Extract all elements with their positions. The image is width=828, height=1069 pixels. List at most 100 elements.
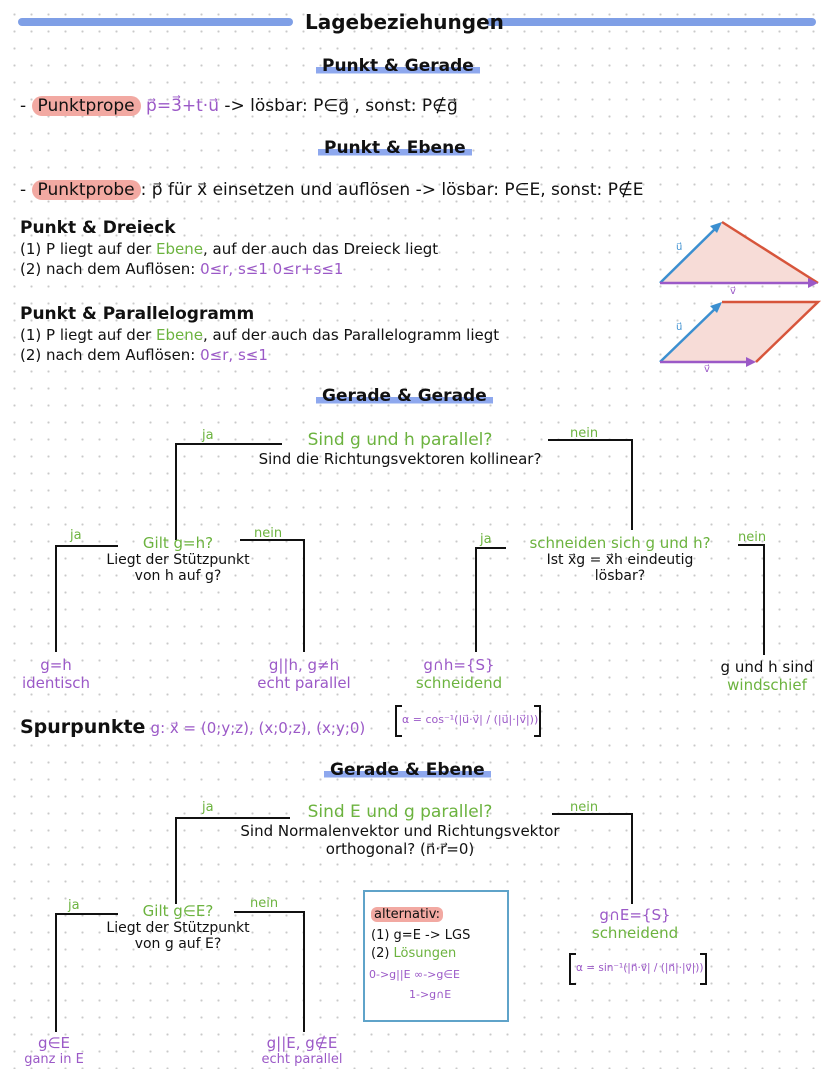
gg-angle-formula: α = cos⁻¹(|u⃗·v⃗| / (|u⃗|·|v⃗|)) bbox=[402, 713, 539, 726]
dreieck-ebene-word: Ebene bbox=[156, 240, 203, 258]
gg-ja-left: ja bbox=[70, 528, 82, 543]
gg-nein-left: nein bbox=[254, 526, 283, 541]
gg-r4-b: windschief bbox=[727, 676, 807, 694]
triangle-u-label: u⃗ bbox=[676, 242, 683, 253]
gg-right-question: schneiden sich g und h? Ist x⃗g = x⃗h ei… bbox=[500, 534, 740, 584]
parallelogramm-line2-b: 0≤r, s≤1 bbox=[200, 346, 268, 364]
gg-formula-bracket-left bbox=[395, 705, 402, 737]
punkt-ebene-dash: - bbox=[20, 180, 32, 200]
alt-loesungen: Lösungen bbox=[393, 946, 457, 961]
gg-right-sub2: lösbar? bbox=[594, 568, 646, 584]
parallelogram-u-label: u⃗ bbox=[676, 322, 683, 333]
parallelogram-u-arrowhead bbox=[710, 302, 722, 313]
parallelogram-fill bbox=[660, 302, 818, 362]
gg-nein-top: nein bbox=[570, 426, 599, 441]
gg-r4-a: g und h sind bbox=[720, 658, 814, 676]
page-title: Lagebeziehungen bbox=[305, 10, 504, 34]
ge-left-question: Gilt g∈E? Liegt der Stützpunkt von g auf… bbox=[78, 902, 278, 952]
gg-left-right-branch bbox=[240, 539, 305, 652]
ge-ja-top: ja bbox=[202, 800, 214, 815]
parallelogram-u-arrow bbox=[659, 303, 721, 363]
ge-r2-b: echt parallel bbox=[261, 1052, 343, 1067]
ge-top-right-branch bbox=[552, 813, 633, 904]
gg-question: Sind g und h parallel? Sind die Richtung… bbox=[230, 430, 570, 468]
alt-line2: (2) Lösungen bbox=[371, 946, 456, 961]
parallelogramm-line1-c: , auf der auch das Parallelogramm liegt bbox=[202, 326, 500, 344]
gg-r1-a: g=h bbox=[40, 656, 72, 674]
gg-ja-right: ja bbox=[480, 532, 492, 547]
ge-left-sub2: von g auf E? bbox=[134, 936, 222, 952]
gg-nein-right: nein bbox=[738, 530, 767, 545]
parallelogram-v-arrowhead bbox=[746, 357, 756, 367]
parallelogram-v-label: v⃗ bbox=[704, 364, 710, 375]
parallelogram-red-sides bbox=[722, 300, 822, 363]
punkt-ebene-line: - Punktprobe: p⃗ für x⃗ einsetzen und au… bbox=[20, 180, 644, 200]
heading-gerade-ebene: Gerade & Ebene bbox=[324, 760, 491, 780]
ge-result-schneidend: g∩E={S} schneidend bbox=[570, 906, 700, 942]
spurpunkte-label: Spurpunkte bbox=[20, 716, 146, 738]
triangle-red-side bbox=[721, 220, 819, 285]
gg-formula-bracket-right bbox=[534, 705, 541, 737]
gg-result-windschief: g und h sind windschief bbox=[706, 658, 828, 694]
punkt-dreieck-line2: (2) nach dem Auflösen: 0≤r, s≤1 0≤r+s≤1 bbox=[20, 260, 343, 278]
punktprope-label: Punktprope bbox=[31, 96, 141, 116]
gg-r2-b: echt parallel bbox=[257, 674, 351, 692]
gg-right-sub1: Ist x⃗g = x⃗h eindeutig bbox=[546, 552, 694, 568]
ge-left-sub1: Liegt der Stützpunkt bbox=[106, 920, 250, 936]
punkt-parallelogramm-line2: (2) nach dem Auflösen: 0≤r, s≤1 bbox=[20, 346, 268, 364]
ge-r2-a: g||E, g∉E bbox=[266, 1034, 338, 1052]
gg-result-schneidend: g∩h={S} schneidend bbox=[400, 656, 518, 692]
punkt-gerade-dash: - bbox=[20, 96, 32, 116]
gg-r2-a: g||h, g≠h bbox=[268, 656, 340, 674]
ge-left-right-branch bbox=[234, 911, 305, 1032]
punkt-gerade-formula: p⃗=3⃗+t·u⃗ bbox=[146, 96, 219, 116]
ge-r1-b: ganz in E bbox=[24, 1052, 84, 1067]
ge-nein-top: nein bbox=[570, 800, 599, 815]
spurpunkte-formula: g: x⃗ = (0;y;z), (x;0;z), (x;y;0) bbox=[150, 719, 366, 737]
punkt-parallelogramm-line1: (1) P liegt auf der Ebene, auf der auch … bbox=[20, 326, 499, 344]
alt-title: alternativ: bbox=[371, 904, 444, 922]
heading-gerade-gerade: Gerade & Gerade bbox=[316, 386, 493, 406]
ge-left-q: Gilt g∈E? bbox=[142, 902, 214, 920]
dreieck-line2-b: 0≤r, s≤1 0≤r+s≤1 bbox=[200, 260, 344, 278]
alt-line2-a: (2) bbox=[371, 946, 394, 961]
ge-left-left-branch bbox=[55, 913, 118, 1032]
gg-left-question: Gilt g=h? Liegt der Stützpunkt von h auf… bbox=[78, 534, 278, 584]
punkt-gerade-text: -> lösbar: P∈g⃗ , sonst: P∉g⃗ bbox=[224, 96, 458, 116]
gg-result-identisch: g=h identisch bbox=[6, 656, 106, 692]
triangle-u-arrow bbox=[659, 223, 721, 284]
alternativ-box: alternativ: (1) g=E -> LGS (2) Lösungen … bbox=[363, 890, 509, 1022]
ge-angle-formula: α = sin⁻¹(|n⃗·v⃗| / (|n⃗|·|v⃗|)) bbox=[576, 962, 704, 974]
gg-top-right-branch bbox=[548, 439, 633, 530]
ge-q-sub2: orthogonal? (n⃗·r⃗=0) bbox=[325, 840, 475, 858]
punkt-dreieck-line1: (1) P liegt auf der Ebene, auf der auch … bbox=[20, 240, 438, 258]
ge-r1-a: g∈E bbox=[37, 1034, 71, 1052]
ge-rint-b: schneidend bbox=[591, 924, 679, 942]
gg-left-sub1: Liegt der Stützpunkt bbox=[106, 552, 250, 568]
ge-question: Sind E und g parallel? Sind Normalenvekt… bbox=[210, 802, 590, 858]
punkt-ebene-text: : p⃗ für x⃗ einsetzen und auflösen -> lö… bbox=[140, 180, 644, 200]
gg-right-right-branch bbox=[738, 544, 765, 655]
punkt-gerade-line: - Punktprope p⃗=3⃗+t·u⃗ -> lösbar: P∈g⃗ … bbox=[20, 96, 458, 116]
alt-line3: 0->g||E ∞->g∈E bbox=[369, 968, 460, 981]
triangle-u-arrowhead bbox=[710, 222, 722, 233]
ge-formula-bracket-left bbox=[569, 953, 576, 985]
parallelogramm-ebene-word: Ebene bbox=[156, 326, 203, 344]
ge-q-sub1: Sind Normalenvektor und Richtungsvektor bbox=[240, 822, 560, 840]
gg-left-q: Gilt g=h? bbox=[142, 534, 214, 552]
heading-punkt-ebene: Punkt & Ebene bbox=[318, 138, 472, 158]
triangle-v-arrowhead bbox=[808, 278, 818, 288]
gg-result-parallel: g||h, g≠h echt parallel bbox=[224, 656, 384, 692]
dreieck-line2-a: (2) nach dem Auflösen: bbox=[20, 260, 201, 278]
gg-ja-top: ja bbox=[202, 428, 214, 443]
spurpunkte-line: Spurpunkte g: x⃗ = (0;y;z), (x;0;z), (x;… bbox=[20, 716, 365, 738]
title-bar-right bbox=[486, 18, 816, 26]
gg-right-q: schneiden sich g und h? bbox=[529, 534, 711, 552]
gg-q-sub: Sind die Richtungsvektoren kollinear? bbox=[258, 450, 542, 468]
alt-line1: (1) g=E -> LGS bbox=[371, 928, 471, 943]
dreieck-line1-c: , auf der auch das Dreieck liegt bbox=[202, 240, 439, 258]
punktprobe-label: Punktprobe bbox=[31, 180, 141, 200]
gg-top-left-branch bbox=[175, 443, 282, 540]
gg-r3-a: g∩h={S} bbox=[423, 656, 495, 674]
